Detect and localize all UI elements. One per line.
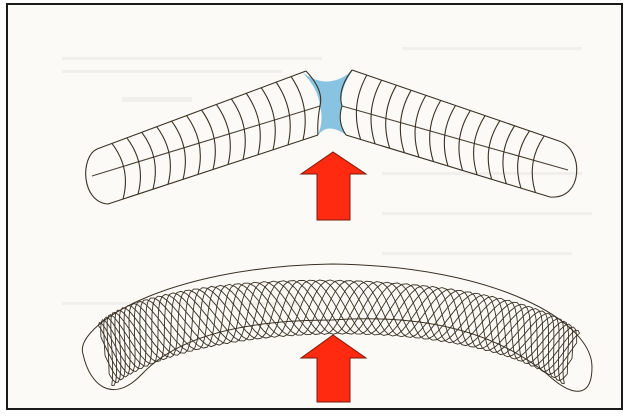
tube-rings <box>111 74 545 200</box>
diagram-svg <box>62 47 593 403</box>
tube-ring <box>126 137 141 195</box>
arch-tube-outline <box>81 263 593 392</box>
helix-line <box>103 279 574 367</box>
tube-ring <box>502 125 516 184</box>
right-arm-longitudinal-line <box>341 105 569 171</box>
tube-ring <box>230 98 246 160</box>
helix-line <box>100 279 569 375</box>
tube-ring <box>245 92 261 155</box>
tube-ring <box>443 105 456 167</box>
upward-red-arrow-bottom <box>299 334 368 403</box>
tube-ring <box>215 104 231 165</box>
tube-ring <box>355 74 368 140</box>
tube-ring <box>385 84 397 149</box>
tube-ring <box>171 120 186 180</box>
arched-tube-diagram <box>81 263 593 392</box>
tube-ring <box>429 100 442 162</box>
tube-ring <box>517 130 530 189</box>
background-text-texture <box>62 47 592 305</box>
tube-ring <box>473 115 486 176</box>
tube-ring <box>399 90 412 153</box>
right-arm-end-cap <box>549 140 578 198</box>
left-arm-end-cap <box>85 148 109 205</box>
tube-ring <box>260 87 276 150</box>
tube-ring <box>186 115 201 175</box>
tube-ring <box>414 95 427 158</box>
left-arm-longitudinal-line <box>91 105 321 177</box>
tube-ring <box>531 135 545 193</box>
tube-ring <box>370 79 383 145</box>
tube-ring <box>156 126 171 185</box>
tube-ring <box>141 131 156 190</box>
helix-line <box>100 280 568 382</box>
tube-ring <box>275 81 291 146</box>
tube-ring <box>111 143 126 200</box>
upward-red-arrow-top <box>299 151 368 221</box>
tube-ring <box>458 110 471 171</box>
helix-line <box>97 279 565 384</box>
tube-ring <box>201 109 216 170</box>
tube-ring <box>487 120 501 180</box>
helical-mesh-lines <box>97 279 580 386</box>
helix-line <box>97 280 565 385</box>
figure-frame <box>6 3 623 410</box>
kinked-tube-diagram <box>85 69 578 205</box>
tube-ring <box>290 76 306 141</box>
helix-line <box>104 280 573 381</box>
kink-highlight <box>302 70 353 135</box>
